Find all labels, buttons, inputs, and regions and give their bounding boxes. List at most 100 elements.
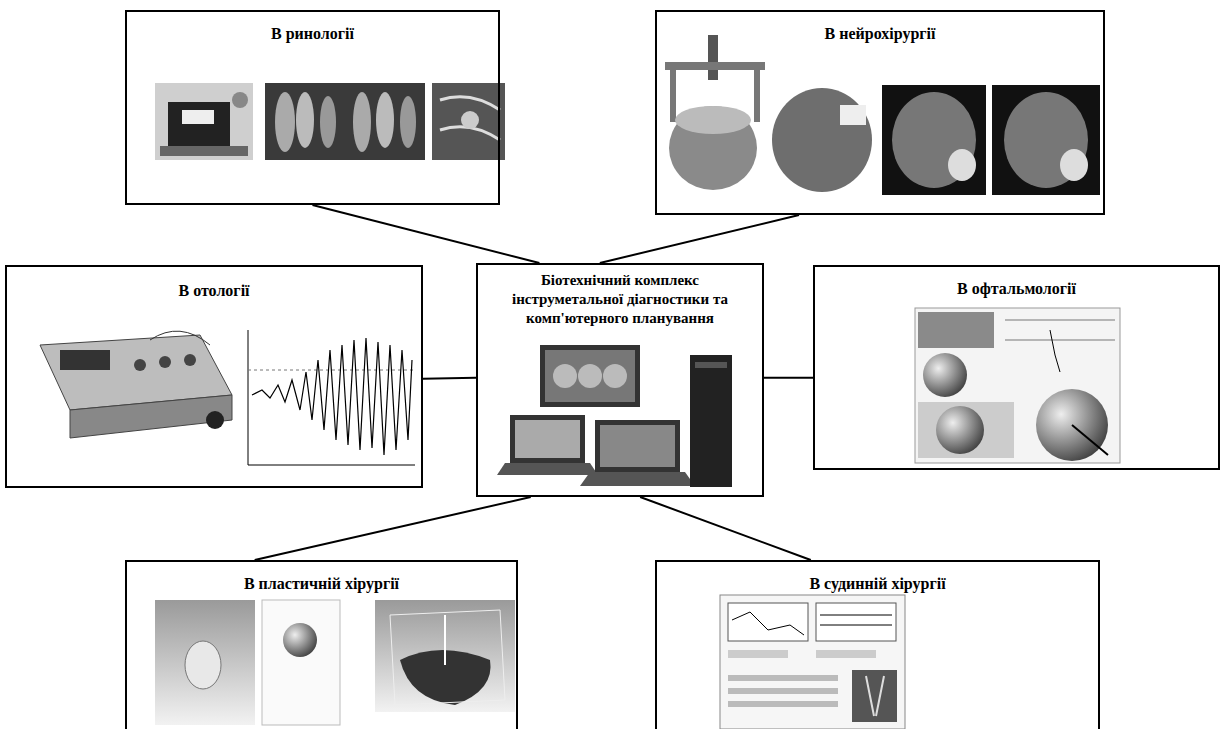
application-box: В судинній хірургії [655,560,1100,729]
rhinology-ct-scans-part [376,92,394,148]
brain-ct-scans-part [992,85,1100,195]
stereotaxic-frame-model-part [708,35,718,80]
connector-line [640,497,811,560]
connector-line [255,497,531,560]
face-scan-model-part [444,615,446,665]
computer-workstation-part [545,350,635,402]
face-scan-model-part [390,610,505,705]
oscillation-plot [248,330,415,465]
audiometer-device-part [159,356,171,368]
connector-line [313,205,540,263]
face-scan-model-part [375,600,515,712]
connector-line [600,215,799,263]
stereotaxic-frame-model-part [675,106,751,134]
rhinology-ct-scans-part [320,96,336,148]
vascular-analysis-screen-part [816,650,876,658]
computer-workstation-part [540,345,640,407]
eye-model-screens-part [918,312,994,348]
face-scan-model-part [155,600,255,725]
audiometer-device-part [134,359,146,371]
rhinology-ct-scans-part [353,92,371,152]
rhinology-device-photo-part [168,102,230,146]
rhinology-ct-scans-part [275,92,295,152]
vascular-analysis-screen-part [866,676,884,716]
vascular-analysis-screen-part [820,615,892,616]
vascular-analysis-screen-part [728,650,788,658]
computer-workstation-part [580,472,695,486]
brain-ct-scans [772,85,1100,195]
vascular-analysis-screen-part [728,701,838,707]
computer-workstation-part [603,364,627,388]
field-title: В судинній хірургії [657,574,1098,594]
stereotaxic-frame-model-part [665,62,765,70]
computer-workstation-part [497,463,598,475]
connector-line [423,378,476,379]
field-title: В пластичній хірургії [127,574,516,594]
audiometer-device-part [206,411,224,429]
audiometer-device-part [184,354,196,366]
eye-model-screens-part [936,406,984,454]
oscillation-plot-part [248,465,415,466]
rhinology-ct-scans-part [461,111,479,129]
vascular-analysis-screen-part [820,625,892,626]
eye-model-screens-part [923,353,967,397]
computer-workstation-part [595,420,680,472]
computer-workstation-part [695,362,727,368]
application-box: В нейрохірургії [655,10,1105,215]
field-title: В нейрохірургії [657,24,1103,44]
computer-workstation [497,345,732,487]
eye-model-screens-part [1036,389,1108,461]
vascular-analysis-screen [720,595,905,729]
eye-model-screens [915,308,1120,463]
eye-model-screens-part [915,308,1120,463]
field-title: В отології [7,281,421,301]
face-scan-model [155,600,515,725]
vascular-analysis-screen-part [816,603,896,641]
vascular-analysis-screen-part [728,675,838,681]
system-title: Біотехнічний комплекс інструметальної ді… [478,271,762,327]
rhinology-device-photo-part [182,110,214,124]
application-box: В ринології [125,10,500,205]
computer-workstation-part [600,425,675,467]
rhinology-ct-scans-part [432,83,505,160]
brain-ct-scans-part [1004,92,1088,188]
stereotaxic-frame-model-part [669,106,757,190]
face-scan-model-part [185,641,221,689]
vascular-analysis-screen-part [728,688,838,694]
connector-line [313,205,540,263]
brain-ct-scans-part [892,92,976,188]
stereotaxic-frame-model-part [670,62,676,122]
brain-ct-scans-part [840,105,866,125]
vascular-analysis-screen-part [852,670,897,722]
central-system-box: Біотехнічний комплекс інструметальної ді… [476,263,764,497]
computer-workstation-part [690,355,732,487]
eye-model-screens-part [1005,340,1115,341]
rhinology-ct-scans [265,83,505,160]
oscillation-plot-part [248,330,249,465]
oscillation-plot-part [252,338,412,455]
application-box: В офтальмології [813,265,1220,470]
audiometer-device-part [70,395,232,438]
rhinology-ct-scans-part [296,92,314,148]
audiometer-device-part [60,350,110,370]
rhinology-device-photo [155,83,253,160]
brain-ct-scans-part [772,88,872,192]
brain-ct-scans-part [882,85,986,195]
vascular-analysis-screen-part [720,595,905,729]
rhinology-ct-scans-part [400,96,416,148]
computer-workstation-part [553,364,577,388]
computer-workstation-part [578,364,602,388]
eye-model-screens-part [918,402,1014,458]
field-title: В ринології [127,24,498,44]
face-scan-model-part [262,600,340,725]
rhinology-device-photo-part [232,92,248,108]
rhinology-ct-scans-part [265,83,425,160]
vascular-analysis-screen-part [732,612,804,635]
connector-line [600,215,799,263]
connector-line [764,377,813,378]
brain-ct-scans-part [1060,149,1088,181]
connector-line [640,497,811,560]
stereotaxic-frame-model-part [754,62,760,122]
